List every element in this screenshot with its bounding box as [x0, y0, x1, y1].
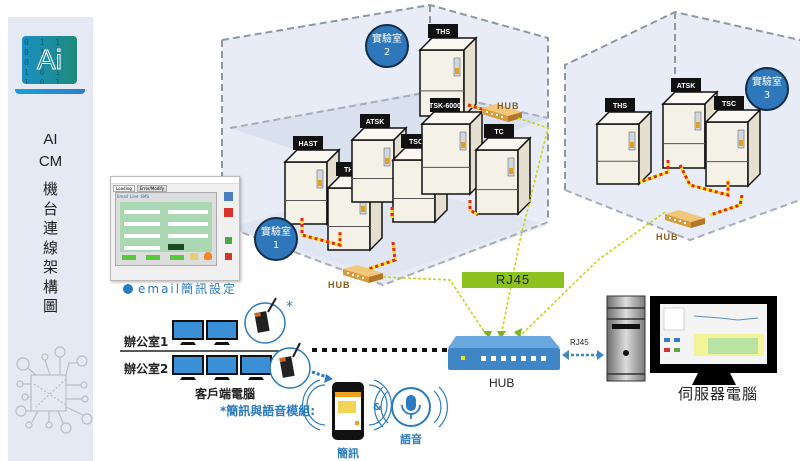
machine-label: TSC: [409, 139, 423, 146]
ai-logo: 0 1 1 0 1 1 0 1 0 1 0 1 1 0 1 0 0 1 1 0 …: [22, 36, 77, 84]
circuit-chip-icon: [15, 346, 93, 434]
machine-label: THS: [436, 29, 450, 36]
title-char: 連: [42, 219, 58, 237]
ai-logo-text: Ai: [37, 44, 63, 76]
cancel-icon[interactable]: [224, 208, 233, 217]
sms-label: 簡訊: [337, 447, 359, 460]
server-label: 伺服器電腦: [678, 385, 759, 403]
lab-number: 2: [383, 47, 391, 58]
rj45-link-label: RJ45: [570, 338, 589, 347]
hub-icon: [482, 104, 522, 122]
hub-icon: [343, 265, 383, 283]
rj45-cables: [382, 117, 666, 337]
title-char: 架: [42, 258, 58, 276]
machine-cables: [300, 103, 744, 274]
machine-label: HAST: [298, 141, 318, 148]
voice-label: 語音: [400, 433, 422, 446]
subtab-sms[interactable]: SMS: [140, 194, 149, 199]
server-monitor-icon: [650, 296, 777, 385]
machine-label: TSK-6000: [429, 103, 461, 110]
lab3-hub-label: HUB: [656, 232, 679, 242]
machine-label: TC: [494, 129, 503, 136]
machine-hast: HAST: [283, 136, 341, 226]
title-char: 線: [42, 238, 58, 257]
lab-number: 1: [272, 240, 280, 251]
lab-badge-3: 實驗室 3: [745, 67, 789, 111]
machine-label: ATSK: [366, 119, 385, 126]
server-link-arrow: [562, 350, 604, 360]
lab2-hub-label: HUB: [497, 101, 520, 111]
tab-bar: Loading Error/Modify: [111, 184, 239, 193]
lab-name: 實驗室: [261, 227, 291, 238]
machine-tc: TC: [474, 124, 532, 216]
email-settings-label: email簡訊設定: [123, 280, 237, 297]
window-titlebar: [111, 177, 239, 184]
machine-label: THS: [613, 103, 627, 110]
subtab-email[interactable]: Email: [117, 194, 129, 199]
lab-number: 3: [763, 90, 771, 101]
client-monitor-icon: [206, 355, 238, 380]
import-icon[interactable]: [225, 253, 232, 260]
lab-name: 實驗室: [752, 77, 782, 88]
client-monitor-icon: [240, 355, 272, 380]
title-char: 機: [42, 180, 58, 198]
logo-underline: [15, 89, 85, 94]
phone-sms-icon: [301, 379, 393, 440]
title-cm: CM: [38, 153, 63, 170]
subtab-line[interactable]: Line: [130, 194, 139, 199]
machine-label: TSC: [722, 101, 736, 108]
sidebar-title-zh: 機 台 連 線 架 構 圖: [8, 180, 93, 317]
title-ai: AI: [43, 131, 58, 148]
client-pc-label: 客戶端電腦: [195, 387, 256, 401]
office-2-label: 辦公室2: [124, 362, 169, 376]
server-tower-icon: [606, 295, 646, 382]
main-hub-label: HUB: [489, 376, 515, 390]
office-1-label: 辦公室1: [124, 335, 169, 349]
email-settings-window: Loading Error/Modify Email Line SMS: [110, 176, 240, 281]
email-fields-panel: [120, 202, 212, 252]
sidebar-title-en: AI CM: [8, 129, 93, 173]
machine-ths: THS: [595, 98, 653, 186]
voice-microphone-icon: [374, 386, 448, 428]
machine-label: THS: [344, 167, 358, 174]
sidebar: 0 1 1 0 1 1 0 1 0 1 0 1 1 0 1 0 0 1 1 0 …: [8, 17, 93, 461]
lab1-hub-label: HUB: [328, 280, 351, 290]
asterisk-icon: *: [286, 299, 293, 315]
module-link-symbol: &: [373, 402, 382, 413]
tab-error-modify[interactable]: Error/Modify: [136, 185, 168, 192]
hub-icon: [665, 210, 705, 228]
sms-voice-module-label: *簡訊與語音模組:: [220, 404, 316, 418]
lab-hub-icons: [343, 104, 705, 283]
title-char: 台: [42, 199, 58, 218]
main-hub-icon: [448, 336, 560, 370]
email-form-area: Email Line SMS: [115, 192, 217, 266]
tab-loading[interactable]: Loading: [113, 185, 135, 192]
sub-tabs: Email Line SMS: [116, 193, 216, 200]
title-char: 構: [42, 277, 58, 296]
client-monitors: [172, 320, 272, 380]
export-icon[interactable]: [225, 237, 232, 244]
sms-module-icons: *: [244, 297, 333, 389]
client-monitor-icon: [172, 355, 204, 380]
lab-name: 實驗室: [372, 34, 402, 45]
up-arrow-icon: [123, 284, 133, 294]
email-label-text: email簡訊設定: [138, 282, 238, 296]
save-icon[interactable]: [224, 192, 233, 201]
binary-pattern: 0 1 1 0 1 1 0 1 0 1 0 1 1 0 1 0 0 1 1 0 …: [24, 38, 64, 84]
rj45-banner: RJ45: [462, 272, 564, 288]
client-monitor-icon: [206, 320, 238, 345]
machine-tsc: TSC: [704, 96, 762, 188]
title-char: 圖: [42, 297, 58, 315]
lab-badge-2: 實驗室 2: [365, 24, 409, 68]
client-monitor-icon: [172, 320, 204, 345]
machine-label: ATSK: [677, 83, 696, 90]
lab-badge-1: 實驗室 1: [254, 217, 298, 261]
